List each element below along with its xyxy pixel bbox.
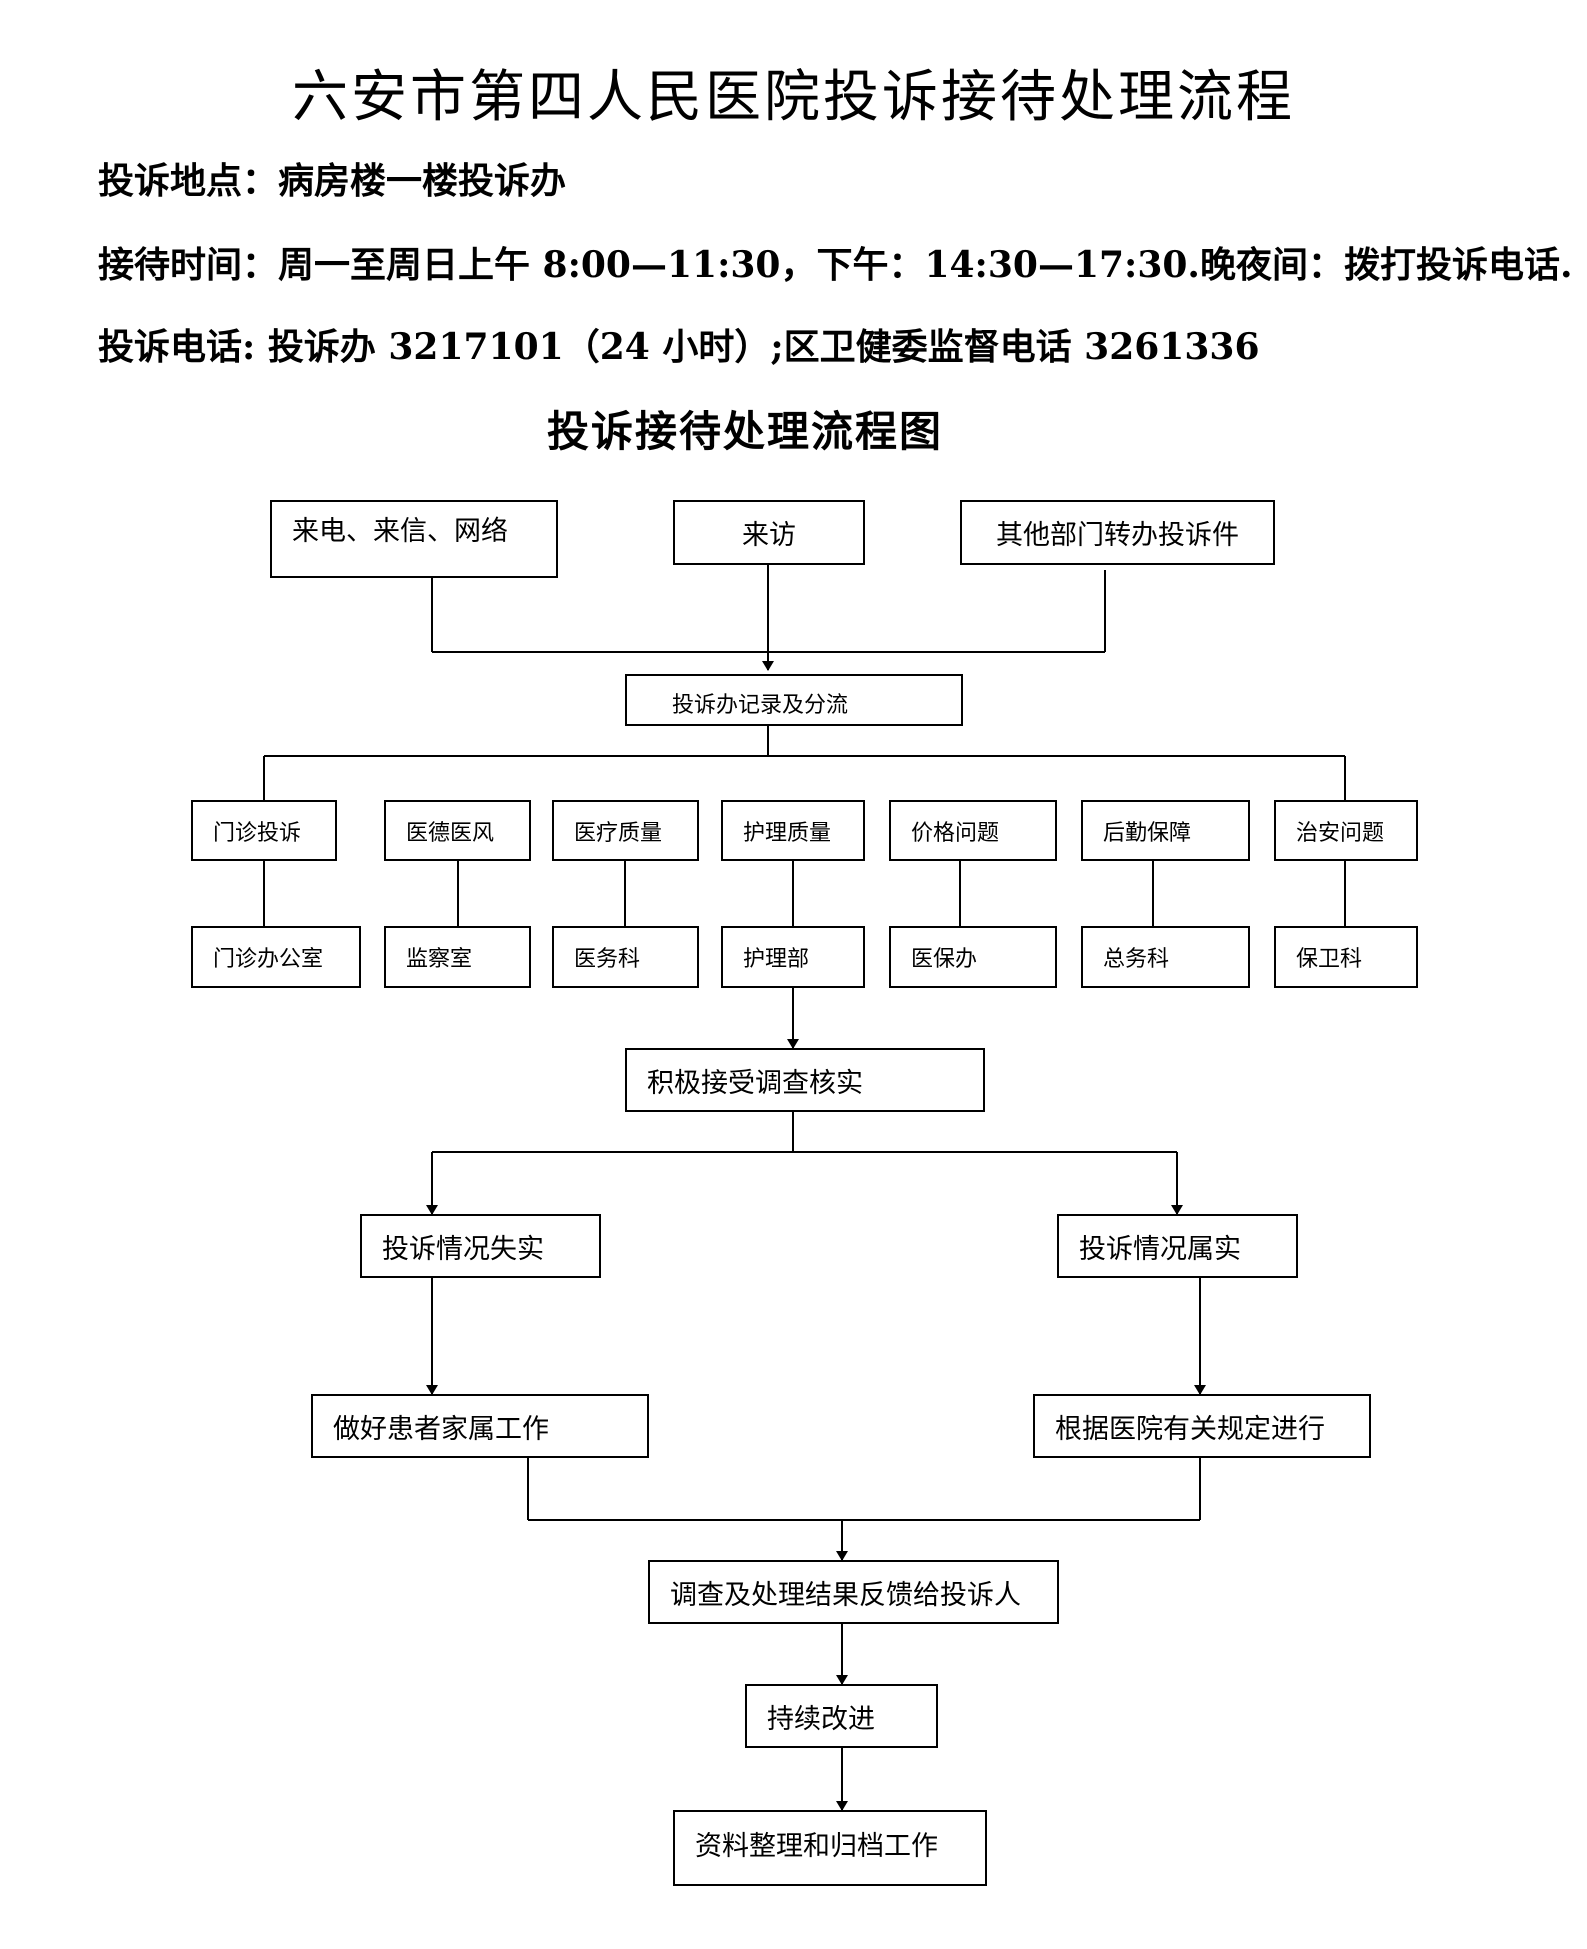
department-supervision: 监察室 — [384, 926, 531, 988]
department-nursing: 护理部 — [721, 926, 865, 988]
patient-family-work: 做好患者家属工作 — [311, 1394, 649, 1458]
archive-records: 资料整理和归档工作 — [673, 1810, 987, 1886]
continuous-improvement: 持续改进 — [745, 1684, 938, 1748]
reception-hours: 接待时间：周一至周日上午 8:00—11:30，下午：14:30—17:30.晚… — [98, 244, 1573, 286]
flowchart-title: 投诉接待处理流程图 — [546, 407, 943, 456]
category-medical-quality: 医疗质量 — [552, 800, 699, 861]
complaint-founded: 投诉情况属实 — [1057, 1214, 1298, 1278]
source-visit: 来访 — [673, 500, 865, 565]
category-security: 治安问题 — [1274, 800, 1418, 861]
department-outpatient-office: 门诊办公室 — [191, 926, 361, 988]
category-nursing-quality: 护理质量 — [721, 800, 865, 861]
complaint-location: 投诉地点：病房楼一楼投诉办 — [98, 160, 567, 202]
source-other-department: 其他部门转办投诉件 — [960, 500, 1275, 565]
category-ethics: 医德医风 — [384, 800, 531, 861]
department-security: 保卫科 — [1274, 926, 1418, 988]
source-phone-letter-web: 来电、来信、网络 — [270, 500, 558, 578]
complaint-unfounded: 投诉情况失实 — [360, 1214, 601, 1278]
complaint-phone: 投诉电话: 投诉办 3217101（24 小时）;区卫健委监督电话 326133… — [98, 326, 1260, 368]
department-general-affairs: 总务科 — [1081, 926, 1250, 988]
handle-per-regulations: 根据医院有关规定进行 — [1033, 1394, 1371, 1458]
category-outpatient: 门诊投诉 — [191, 800, 337, 861]
investigate-verify: 积极接受调查核实 — [625, 1048, 985, 1112]
department-medical-affairs: 医务科 — [552, 926, 699, 988]
category-pricing: 价格问题 — [889, 800, 1057, 861]
page-title: 六安市第四人民医院投诉接待处理流程 — [292, 65, 1295, 130]
category-logistics: 后勤保障 — [1081, 800, 1250, 861]
result-feedback: 调查及处理结果反馈给投诉人 — [648, 1560, 1059, 1624]
department-insurance: 医保办 — [889, 926, 1057, 988]
record-and-triage: 投诉办记录及分流 — [625, 674, 963, 726]
